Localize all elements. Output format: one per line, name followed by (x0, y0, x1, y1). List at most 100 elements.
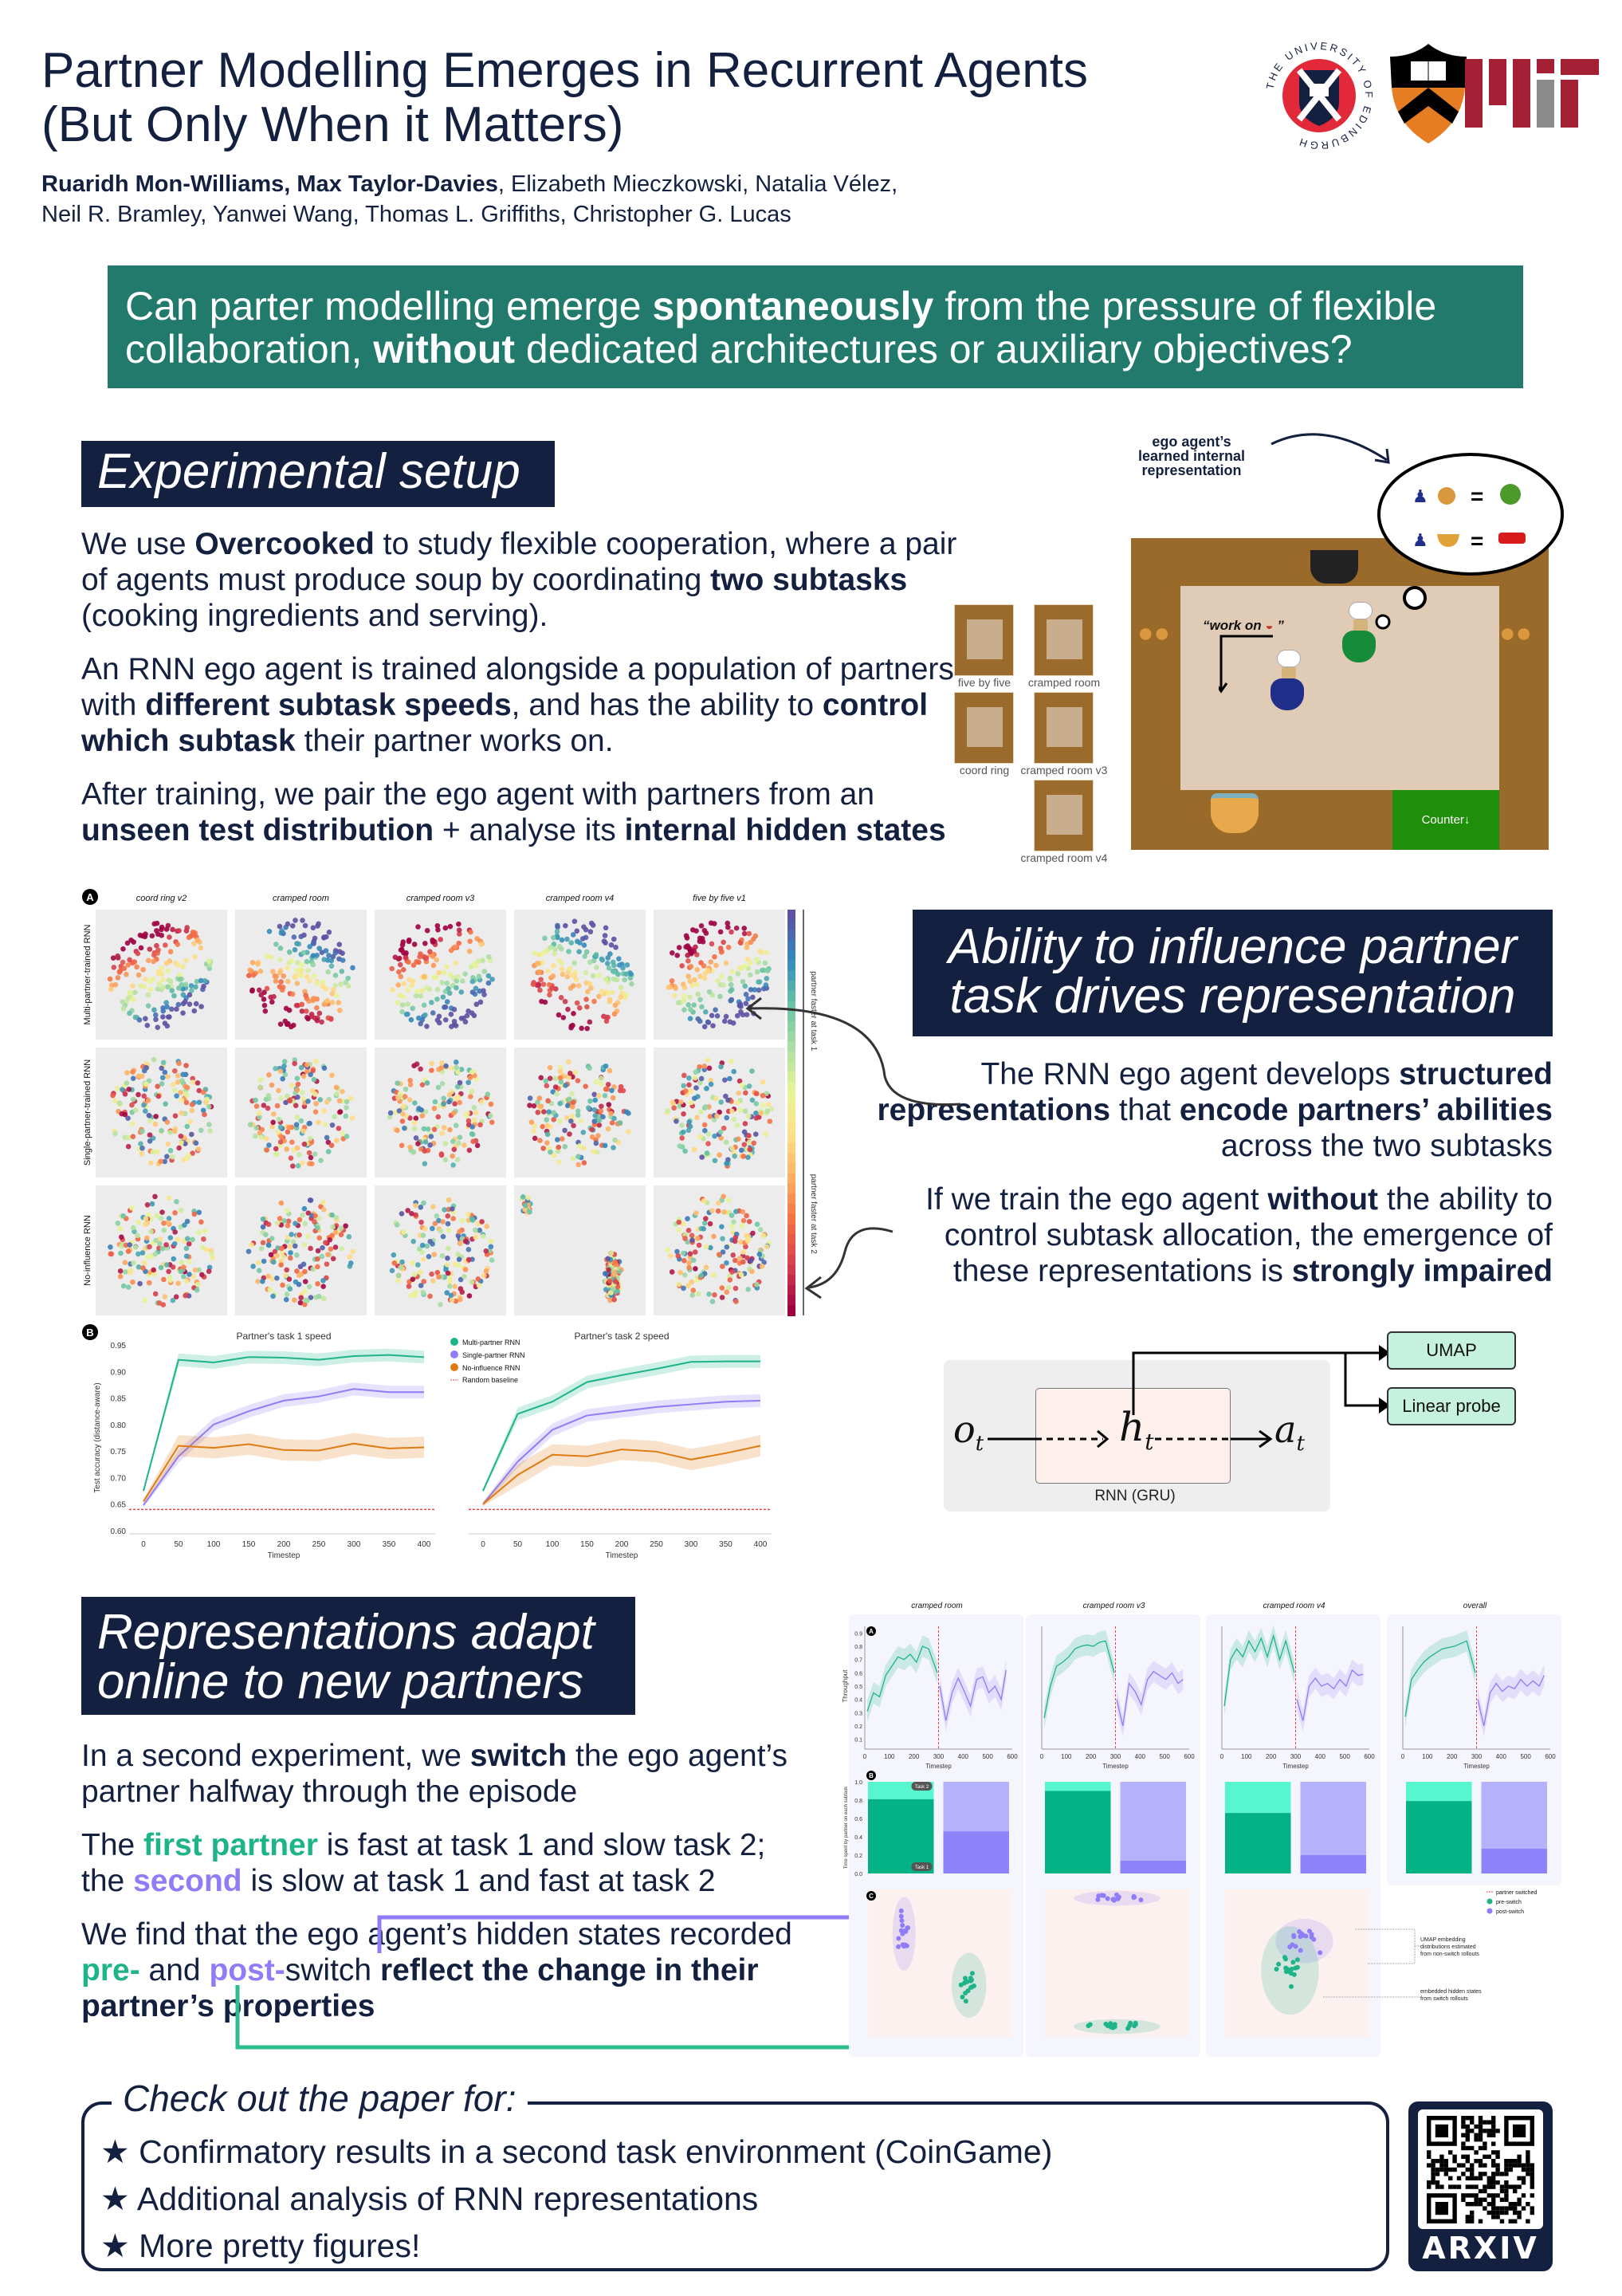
umap-point (315, 1264, 320, 1270)
umap-point (434, 1269, 441, 1276)
umap-point (611, 1272, 616, 1278)
umap-point (265, 1221, 272, 1228)
umap-point (298, 1295, 304, 1301)
umap-point (707, 1114, 713, 1119)
umap-point (729, 1146, 735, 1151)
umap-point (160, 977, 166, 983)
x-tick-label: 50 (174, 1540, 183, 1549)
panel-letter-text: C (869, 1893, 874, 1900)
emphasis-text: first partner (143, 1828, 318, 1862)
umap-point (692, 1095, 697, 1101)
column-title: coord ring v2 (136, 894, 187, 903)
umap-point (183, 1063, 189, 1068)
umap-point (245, 1248, 252, 1255)
umap-point (264, 985, 270, 992)
umap-point (158, 1215, 164, 1221)
umap-point (297, 1232, 302, 1238)
umap-point (192, 1267, 198, 1273)
umap-point (130, 983, 135, 989)
umap-point (328, 1016, 334, 1022)
legend-label: Random baseline (462, 1376, 518, 1384)
umap-point (277, 1139, 284, 1145)
umap-point (714, 1012, 721, 1019)
umap-point (468, 964, 474, 970)
umap-point (749, 1097, 756, 1103)
umap-point (719, 1295, 725, 1300)
umap-point (165, 1074, 171, 1079)
heading-text: Experimental setup (97, 444, 520, 499)
qr-module (1508, 2184, 1513, 2189)
umap-point (285, 1218, 292, 1225)
umap-point (124, 1070, 130, 1075)
post-switch-point (1114, 1892, 1120, 1897)
umap-point (736, 1255, 743, 1261)
confidence-band (1297, 1659, 1364, 1732)
umap-point (626, 1111, 631, 1116)
overcooked-kitchen: Counter↓ ●● ●● “work on ◒ ” (1131, 538, 1549, 850)
onion-icon (1438, 487, 1455, 505)
umap-point (548, 945, 554, 950)
umap-point (605, 1256, 611, 1262)
qr-module (1517, 2215, 1522, 2219)
x-tick-label: 500 (1159, 1753, 1170, 1760)
umap-point (344, 1099, 350, 1105)
map-five-by-five: five by five (954, 604, 1028, 689)
ability-paragraph-1: The RNN ego agent develops structured re… (877, 1056, 1553, 1164)
umap-point (732, 1257, 738, 1264)
umap-point (713, 962, 719, 969)
umap-point (721, 1018, 728, 1024)
qr-module (1483, 2145, 1487, 2151)
umap-point (458, 1296, 463, 1303)
text-segment: across the two subtasks (1220, 1129, 1553, 1163)
qr-module (1491, 2116, 1496, 2121)
umap-point (316, 1235, 323, 1241)
umap-point (284, 1267, 289, 1273)
umap-point (575, 1108, 581, 1114)
umap-point (740, 1012, 746, 1018)
map-label: cramped room v3 (1020, 764, 1108, 776)
qr-module (1530, 2206, 1534, 2211)
qr-module (1474, 2193, 1479, 2198)
umap-point (540, 1123, 546, 1130)
umap-point (151, 1267, 156, 1273)
qr-module (1487, 2202, 1491, 2207)
umap-point (717, 1152, 722, 1158)
bar-label-badge (911, 1782, 933, 1791)
umap-point (328, 957, 335, 964)
umap-point (587, 1098, 593, 1104)
umap-point (118, 1250, 124, 1256)
umap-point (399, 1008, 405, 1015)
qr-module (1443, 2163, 1448, 2168)
umap-point (520, 1193, 526, 1200)
qr-module (1427, 2154, 1432, 2159)
umap-point (571, 1122, 576, 1129)
umap-point (731, 1068, 737, 1075)
qr-finder (1435, 2202, 1448, 2215)
umap-point (275, 1245, 281, 1251)
umap-point (488, 1112, 493, 1119)
qr-module (1495, 2154, 1500, 2159)
emphasis-text: internal hidden states (624, 813, 946, 847)
umap-point (135, 1091, 141, 1098)
umap-point (690, 1288, 697, 1293)
umap-point (599, 989, 605, 994)
umap-point (126, 1087, 132, 1092)
umap-panel (654, 1048, 785, 1177)
umap-point (261, 997, 267, 1002)
adapt-paragraph-3: We find that the ego agent’s hidden stat… (81, 1917, 815, 2024)
umap-point (698, 1272, 705, 1279)
umap-point (154, 1213, 159, 1219)
umap-point (420, 1233, 426, 1238)
umap-point (171, 1128, 178, 1134)
umap-point (483, 1268, 489, 1274)
arxiv-qr-code[interactable]: ARXIV (1408, 2101, 1553, 2271)
x-tick-label: 400 (1315, 1753, 1326, 1760)
umap-point (139, 1073, 145, 1079)
umap-point (415, 1262, 421, 1268)
umap-point (576, 983, 582, 989)
umap-panel (514, 1185, 646, 1315)
qr-module (1461, 2193, 1466, 2198)
umap-point (400, 1111, 406, 1117)
umap-point (389, 965, 395, 972)
umap-point (343, 1223, 348, 1229)
